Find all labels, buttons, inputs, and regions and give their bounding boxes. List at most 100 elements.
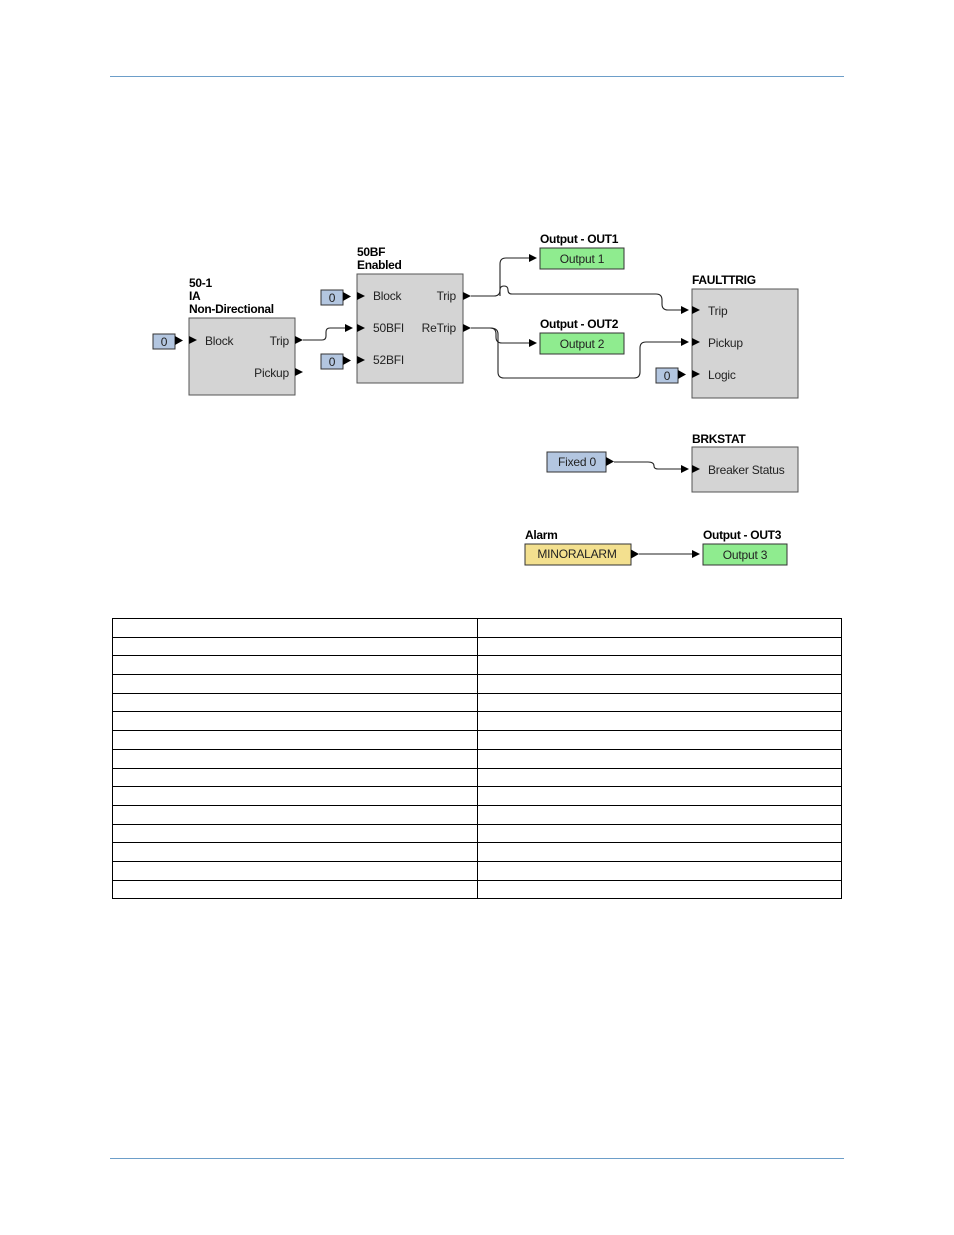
const-chip-50-1-block-label: 0 (161, 335, 168, 349)
table-row (112, 711, 842, 732)
const-chip-faulttrig-logic[interactable]: 0 (655, 367, 686, 384)
wire-fixed0-to-breaker-status (614, 461, 689, 473)
block-50bf-title-line2: Enabled (357, 258, 402, 272)
table-row (112, 842, 842, 862)
table-cell (112, 674, 478, 694)
block-50bf-trip-pin-arrow[interactable] (463, 292, 471, 300)
table-cell (112, 860, 478, 881)
output-chip-out3[interactable]: Output - OUT3 Output 3 (702, 528, 788, 566)
const-chip-fixed0-label: Fixed 0 (558, 455, 596, 469)
table-cell (476, 879, 842, 900)
block-50-1-title-line1: 50-1 (189, 276, 212, 290)
block-brkstat[interactable]: BRKSTAT Breaker Status (691, 432, 799, 493)
block-faulttrig-logic-pin-arrow (692, 370, 700, 378)
wire-50bf-trip-to-faulttrig-trip (499, 285, 689, 314)
table-cell (112, 823, 478, 844)
table-cell (476, 692, 842, 713)
const-chip-50bf-52bfi-arrow (343, 356, 351, 365)
table-row (112, 748, 842, 769)
table-row (112, 823, 842, 844)
alarm-chip-label: MINORALARM (537, 547, 617, 561)
alarm-chip-title: Alarm (525, 528, 558, 542)
table-row (112, 804, 842, 825)
table-cell (112, 879, 478, 900)
table-row (112, 655, 842, 676)
const-chip-50bf-block[interactable]: 0 (320, 289, 351, 306)
table-cell (112, 748, 478, 769)
output-chip-out2[interactable]: Output - OUT2 Output 2 (539, 317, 625, 355)
block-50bf-block-pin-arrow (357, 292, 365, 300)
table-cell (476, 711, 842, 732)
table-row (112, 636, 842, 657)
table-row (112, 618, 842, 638)
table-cell (112, 842, 478, 862)
table-cell (476, 636, 842, 657)
block-50bf-title-line1: 50BF (357, 245, 385, 259)
table-cell (112, 786, 478, 806)
block-50-1-title-line3: Non-Directional (189, 302, 274, 316)
table-cell (112, 655, 478, 676)
table-cell (112, 804, 478, 825)
output-chip-out1-title: Output - OUT1 (540, 232, 619, 246)
block-brkstat-breaker-status-pin-label: Breaker Status (708, 463, 785, 477)
block-50bf-block-pin-label: Block (373, 289, 403, 303)
block-50-1-block-pin-arrow (189, 336, 197, 344)
table-cell (112, 636, 478, 657)
output-chip-out1-label: Output 1 (560, 252, 605, 266)
block-50-1[interactable]: 50-1 IA Non-Directional Block Trip Picku… (188, 276, 303, 396)
table-cell (112, 730, 478, 750)
table-cell (476, 860, 842, 881)
block-faulttrig-trip-pin-arrow (692, 306, 700, 314)
table-row (112, 860, 842, 881)
output-chip-out3-title: Output - OUT3 (703, 528, 782, 542)
data-table (112, 618, 842, 900)
const-chip-fixed0-arrow (606, 457, 614, 466)
table-cell (476, 804, 842, 825)
output-chip-out3-label: Output 3 (723, 548, 768, 562)
table-cell (476, 730, 842, 750)
const-chip-50-1-block[interactable]: 0 (152, 333, 183, 350)
block-faulttrig-trip-pin-label: Trip (708, 304, 728, 318)
block-50-1-trip-pin-arrow[interactable] (295, 336, 303, 344)
block-50bf[interactable]: 50BF Enabled Block 50BFI 52BFI Trip ReTr… (356, 245, 471, 384)
const-chip-faulttrig-logic-label: 0 (664, 369, 671, 383)
block-50bf-retrip-pin-arrow[interactable] (463, 324, 471, 332)
footer-rule (110, 1158, 844, 1159)
output-chip-out1[interactable]: Output - OUT1 Output 1 (539, 232, 625, 270)
table-row (112, 786, 842, 806)
logic-diagram: 50-1 IA Non-Directional Block Trip Picku… (152, 232, 799, 566)
alarm-chip-arrow (631, 549, 639, 559)
header-rule (110, 76, 844, 77)
table-cell (476, 748, 842, 769)
table-cell (112, 711, 478, 732)
const-chip-fixed0[interactable]: Fixed 0 (546, 451, 614, 473)
const-chip-50-1-block-arrow (175, 336, 183, 345)
block-50-1-title-line2: IA (189, 289, 201, 303)
block-50bf-retrip-pin-label: ReTrip (422, 321, 457, 335)
table-cell (476, 786, 842, 806)
block-50-1-pickup-pin-label: Pickup (254, 366, 289, 380)
block-50bf-body (356, 273, 464, 384)
alarm-chip-minoralarm[interactable]: Alarm MINORALARM (524, 528, 639, 566)
block-faulttrig[interactable]: FAULTTRIG Trip Pickup Logic (691, 273, 799, 399)
wire-50bf-retrip-to-out2 (471, 327, 537, 347)
table-cell (476, 767, 842, 788)
wire-50-1-trip-to-50bfi (303, 324, 353, 341)
block-50bf-50bfi-pin-label: 50BFI (373, 321, 404, 335)
block-50bf-50bfi-pin-arrow (357, 324, 365, 332)
block-faulttrig-logic-pin-label: Logic (708, 368, 736, 382)
table-cell (112, 618, 478, 638)
block-brkstat-title: BRKSTAT (692, 432, 746, 446)
const-chip-faulttrig-logic-arrow (678, 370, 686, 379)
block-50-1-block-pin-label: Block (205, 334, 235, 348)
block-50-1-body (188, 317, 296, 396)
block-brkstat-breaker-status-pin-arrow (692, 465, 700, 473)
block-faulttrig-title: FAULTTRIG (692, 273, 756, 287)
output-chip-out2-title: Output - OUT2 (540, 317, 619, 331)
block-50bf-52bfi-pin-label: 52BFI (373, 353, 404, 367)
table-row (112, 879, 842, 900)
const-chip-50bf-52bfi[interactable]: 0 (320, 353, 351, 370)
const-chip-50bf-52bfi-label: 0 (329, 355, 336, 369)
block-50-1-pickup-pin-arrow[interactable] (295, 368, 303, 376)
block-faulttrig-pickup-pin-arrow (692, 338, 700, 346)
